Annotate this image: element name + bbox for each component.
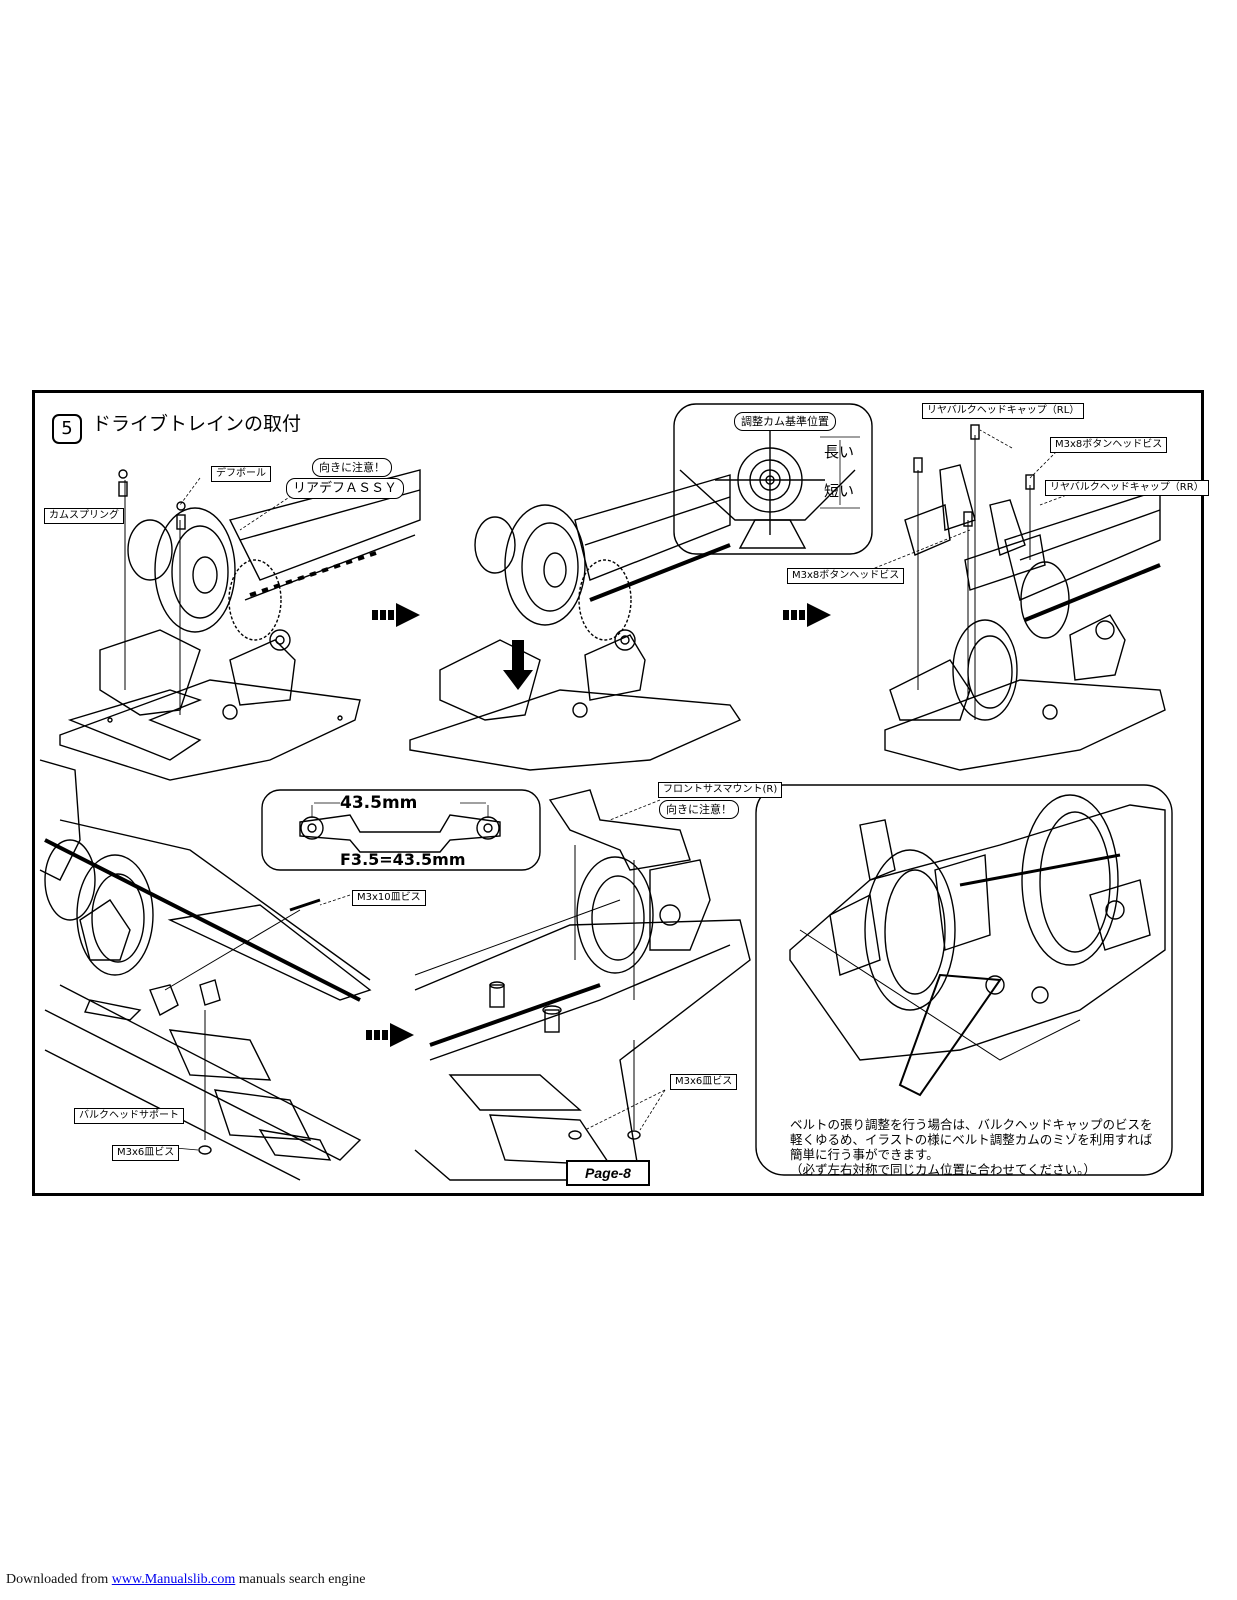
cam-reference-label: 調整カム基準位置 bbox=[734, 412, 836, 431]
caution-label-2: 向きに注意！ bbox=[659, 800, 739, 819]
rl-cap-label: リヤバルクヘッドキャップ（RL） bbox=[922, 403, 1085, 419]
short-label: 短い bbox=[824, 482, 855, 500]
dimension-top: 43.5mm bbox=[340, 793, 418, 813]
caution-label-1: 向きに注意！ bbox=[312, 458, 392, 477]
screw-m3x6-label-left: M3x6皿ビス bbox=[112, 1145, 180, 1161]
step-title: ドライブトレインの取付 bbox=[92, 413, 302, 435]
button-screw-label-mid: M3x8ボタンヘッドビス bbox=[787, 568, 905, 584]
button-screw-label-top: M3x8ボタンヘッドビス bbox=[1050, 437, 1168, 453]
screw-m3x6-label-right: M3x6皿ビス bbox=[670, 1074, 738, 1090]
diff-ball-label: デフボール bbox=[211, 466, 271, 482]
step-number: 5 bbox=[52, 414, 82, 444]
footer-prefix: Downloaded from bbox=[6, 1572, 112, 1587]
rr-cap-label: リヤバルクヘッドキャップ（RR） bbox=[1045, 480, 1209, 496]
footer: Downloaded from www.Manualslib.com manua… bbox=[6, 1572, 366, 1588]
cam-spring-label: カムスプリング bbox=[44, 508, 124, 524]
bulkhead-support-label: バルクヘッドサポート bbox=[74, 1108, 184, 1124]
manualslib-link[interactable]: www.Manualslib.com bbox=[111, 1572, 236, 1587]
dimension-bottom: F3.5=43.5mm bbox=[340, 850, 466, 869]
page-number-label: Page-8 bbox=[566, 1160, 650, 1186]
belt-adjust-note: ベルトの張り調整を行う場合は、バルクヘッドキャップのビスを 軽くゆるめ、イラスト… bbox=[790, 1117, 1153, 1177]
long-label: 長い bbox=[824, 443, 855, 461]
rear-diff-label: リアデフＡＳＳＹ bbox=[286, 478, 405, 499]
front-mount-label: フロントサスマウント(R) bbox=[658, 782, 783, 798]
page-frame bbox=[32, 390, 1204, 1196]
footer-suffix: manuals search engine bbox=[235, 1572, 366, 1587]
screw-m3x10-label: M3x10皿ビス bbox=[352, 890, 426, 906]
